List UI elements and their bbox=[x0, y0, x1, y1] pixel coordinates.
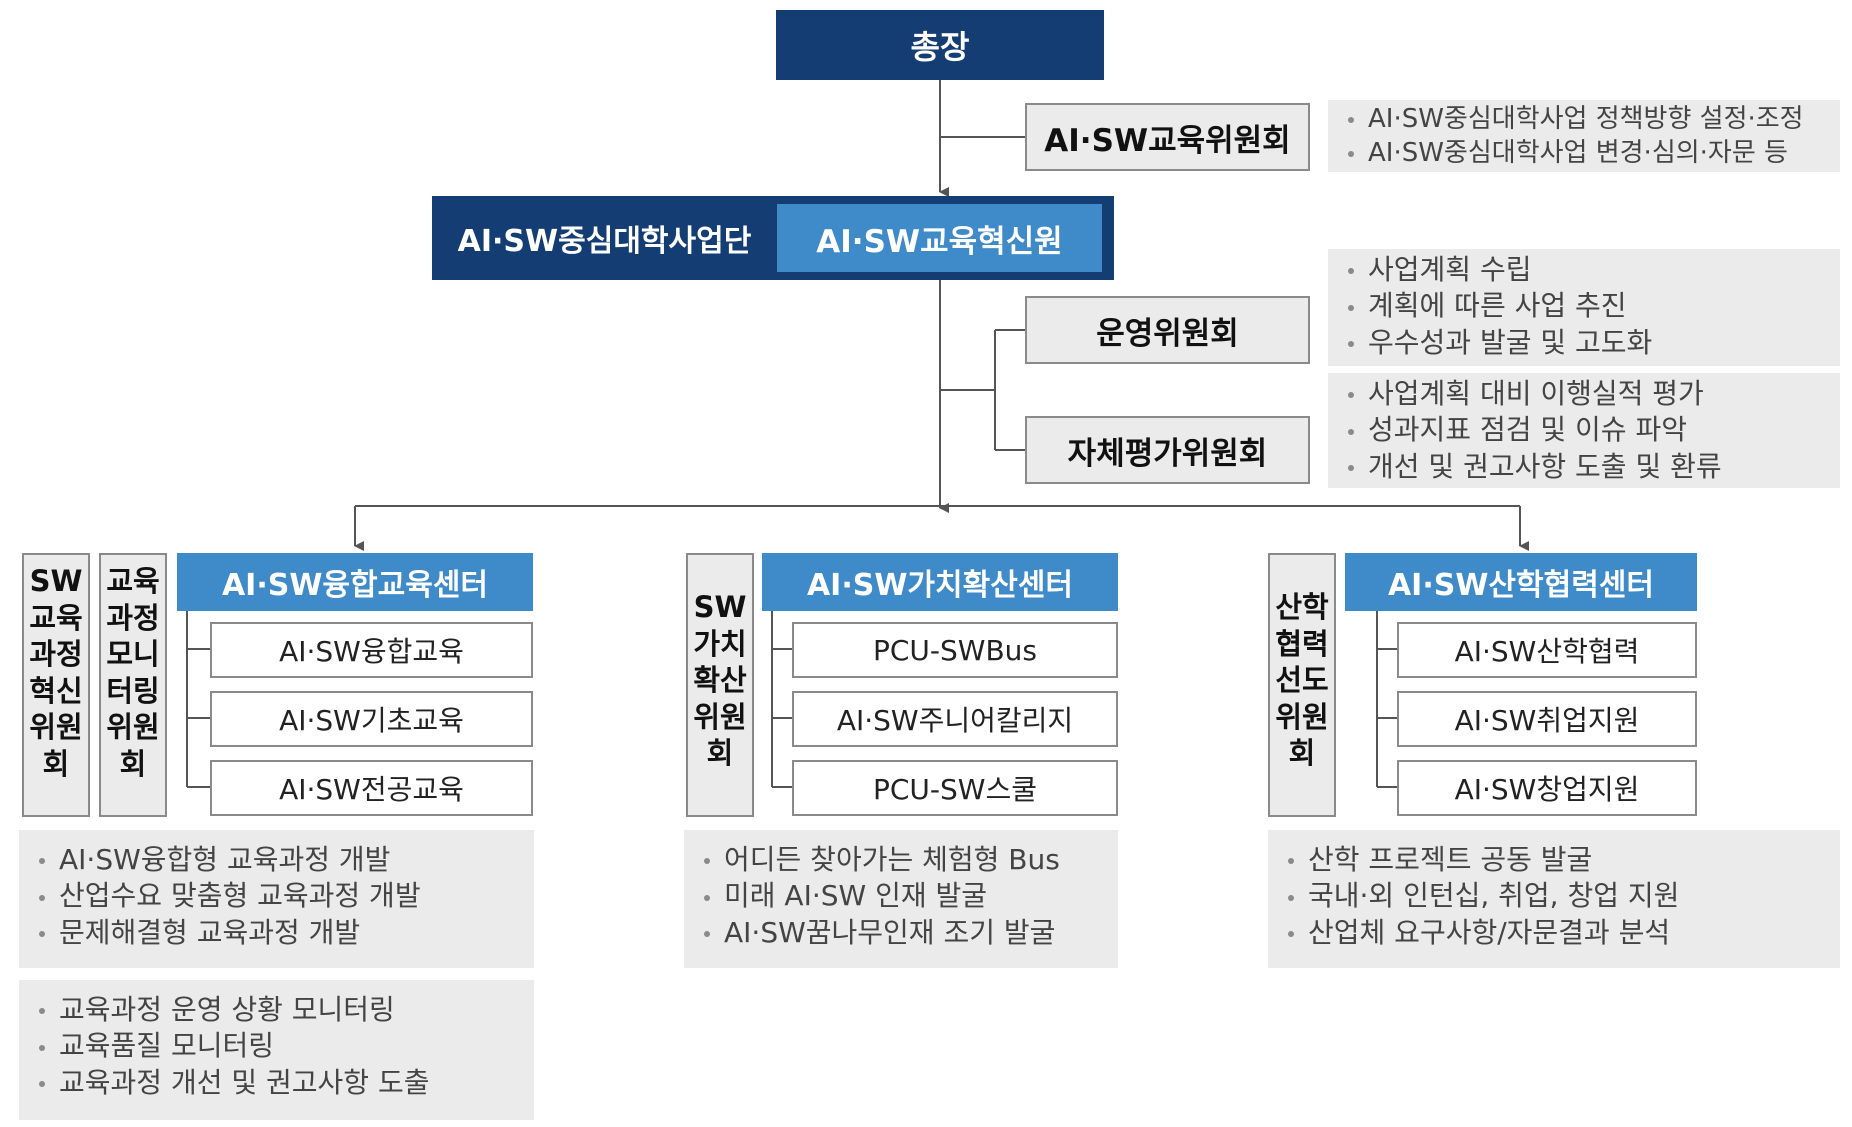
note-item: 계획에 따른 사업 추진 bbox=[1346, 288, 1840, 324]
project-group-box: AI·SW중심대학사업단 AI·SW교육혁신원 bbox=[432, 196, 1114, 280]
unit-box: AI·SW전공교육 bbox=[210, 760, 533, 816]
curriculum-monitoring-committee: 교육 과정 모니 터링 위원 회 bbox=[99, 553, 167, 817]
industry-academia-leading-committee: 산학 협력 선도 위원 회 bbox=[1268, 553, 1336, 817]
self-evaluation-committee-box: 자체평가위원회 bbox=[1025, 416, 1310, 484]
value-diffusion-center-notes: 어디든 찾아가는 체험형 Bus 미래 AI·SW 인재 발굴 AI·SW꿈나무… bbox=[684, 830, 1118, 968]
unit-box: PCU-SWBus bbox=[792, 622, 1118, 678]
note-item: 문제해결형 교육과정 개발 bbox=[37, 915, 534, 951]
note-item: 우수성과 발굴 및 고도화 bbox=[1346, 325, 1840, 361]
operation-committee-box: 운영위원회 bbox=[1025, 296, 1310, 364]
unit-box: AI·SW창업지원 bbox=[1397, 760, 1697, 816]
education-committee-notes: AI·SW중심대학사업 정책방향 설정·조정 AI·SW중심대학사업 변경·심의… bbox=[1328, 100, 1840, 172]
project-group-label: AI·SW중심대학사업단 bbox=[457, 224, 752, 259]
note-item: 어디든 찾아가는 체험형 Bus bbox=[702, 842, 1118, 878]
note-item: 교육과정 운영 상황 모니터링 bbox=[37, 992, 534, 1028]
unit-box: AI·SW취업지원 bbox=[1397, 691, 1697, 747]
unit-box: AI·SW기초교육 bbox=[210, 691, 533, 747]
sw-curriculum-innovation-committee: SW 교육 과정 혁신 위원 회 bbox=[22, 553, 90, 817]
education-innovation-institute-box: AI·SW교육혁신원 bbox=[777, 204, 1102, 272]
note-item: 산업체 요구사항/자문결과 분석 bbox=[1286, 915, 1840, 951]
industry-academia-center-notes: 산학 프로젝트 공동 발굴 국내·외 인턴십, 취업, 창업 지원 산업체 요구… bbox=[1268, 830, 1840, 968]
president-box: 총장 bbox=[776, 10, 1104, 80]
note-item: 국내·외 인턴십, 취업, 창업 지원 bbox=[1286, 878, 1840, 914]
monitoring-committee-notes: 교육과정 운영 상황 모니터링 교육품질 모니터링 교육과정 개선 및 권고사항… bbox=[19, 980, 534, 1120]
value-diffusion-center-header: AI·SW가치확산센터 bbox=[762, 553, 1118, 611]
operation-committee-notes: 사업계획 수립 계획에 따른 사업 추진 우수성과 발굴 및 고도화 bbox=[1328, 249, 1840, 366]
convergence-center-notes: AI·SW융합형 교육과정 개발 산업수요 맞춤형 교육과정 개발 문제해결형 … bbox=[19, 830, 534, 968]
unit-box: AI·SW산학협력 bbox=[1397, 622, 1697, 678]
unit-box: AI·SW융합교육 bbox=[210, 622, 533, 678]
industry-academia-center-header: AI·SW산학협력센터 bbox=[1345, 553, 1697, 611]
note-item: 사업계획 대비 이행실적 평가 bbox=[1346, 376, 1840, 412]
education-committee-box: AI·SW교육위원회 bbox=[1025, 103, 1310, 171]
note-item: 교육과정 개선 및 권고사항 도출 bbox=[37, 1065, 534, 1101]
unit-box: AI·SW주니어칼리지 bbox=[792, 691, 1118, 747]
note-item: AI·SW융합형 교육과정 개발 bbox=[37, 842, 534, 878]
note-item: 성과지표 점검 및 이슈 파악 bbox=[1346, 412, 1840, 448]
note-item: AI·SW꿈나무인재 조기 발굴 bbox=[702, 915, 1118, 951]
note-item: AI·SW중심대학사업 정책방향 설정·조정 bbox=[1346, 102, 1840, 136]
sw-value-diffusion-committee: SW 가치 확산 위원 회 bbox=[686, 553, 754, 817]
note-item: 산학 프로젝트 공동 발굴 bbox=[1286, 842, 1840, 878]
note-item: 사업계획 수립 bbox=[1346, 252, 1840, 288]
note-item: 교육품질 모니터링 bbox=[37, 1028, 534, 1064]
convergence-education-center-header: AI·SW융합교육센터 bbox=[177, 553, 533, 611]
note-item: 미래 AI·SW 인재 발굴 bbox=[702, 878, 1118, 914]
note-item: 개선 및 권고사항 도출 및 환류 bbox=[1346, 449, 1840, 485]
note-item: 산업수요 맞춤형 교육과정 개발 bbox=[37, 878, 534, 914]
self-evaluation-committee-notes: 사업계획 대비 이행실적 평가 성과지표 점검 및 이슈 파악 개선 및 권고사… bbox=[1328, 373, 1840, 488]
note-item: AI·SW중심대학사업 변경·심의·자문 등 bbox=[1346, 136, 1840, 170]
unit-box: PCU-SW스쿨 bbox=[792, 760, 1118, 816]
